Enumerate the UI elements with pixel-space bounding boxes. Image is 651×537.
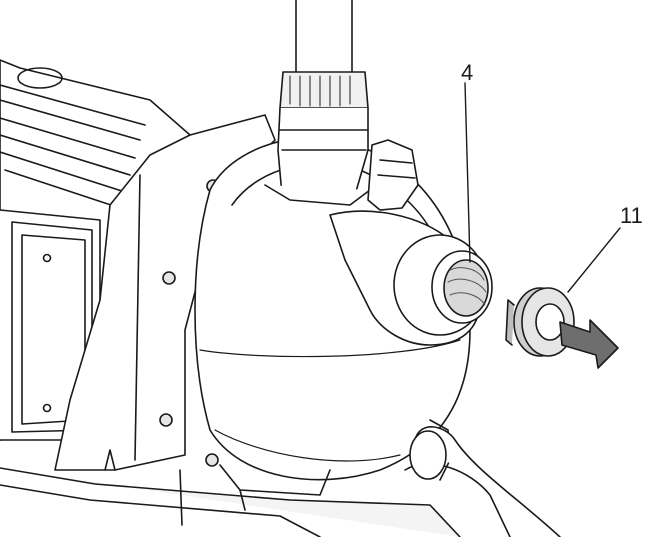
cooling-fin <box>0 134 131 176</box>
cooling-fin <box>0 84 146 126</box>
leader-line-4 <box>464 82 471 263</box>
cooling-fin <box>4 169 121 209</box>
terminal-screw <box>42 253 52 263</box>
priming-plug <box>367 139 419 211</box>
terminal-screw <box>42 403 52 413</box>
callout-label-11: 11 <box>620 203 643 228</box>
cooling-fin <box>0 99 141 141</box>
outlet-port <box>329 210 493 346</box>
cooling-fin <box>0 117 136 159</box>
motor-housing <box>0 59 191 441</box>
cooling-fin <box>0 151 126 193</box>
base-plate <box>0 467 461 537</box>
arrow-right-icon <box>559 319 619 369</box>
inlet-hose <box>404 426 561 537</box>
discharge-pipe <box>264 0 371 206</box>
flange-bolt <box>162 271 176 285</box>
removed-cap <box>505 287 575 357</box>
union-nut <box>279 71 369 109</box>
leader-line-11 <box>567 227 621 293</box>
outlet-thread <box>443 259 489 317</box>
callout-label-4: 4 <box>461 60 474 85</box>
flange-bolt <box>205 453 219 467</box>
flange-bolt <box>159 413 173 427</box>
